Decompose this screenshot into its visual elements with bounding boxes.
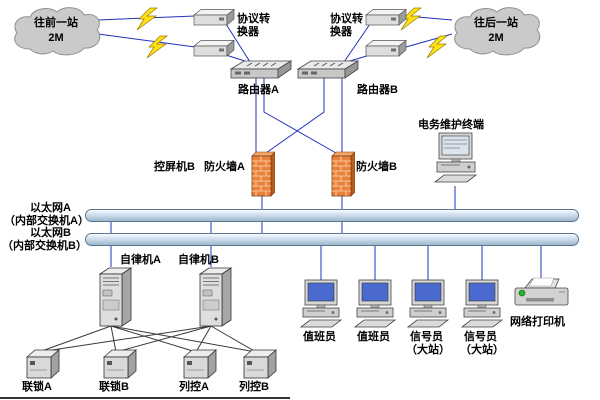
autonomy-b-label: 自律机B: [178, 254, 219, 266]
firewall-b-label: 防火墙B: [356, 161, 397, 173]
lightning-icon: [136, 7, 158, 31]
signaler-1-sub-label: （大站）: [406, 344, 450, 356]
autonomy-a-device: [97, 267, 133, 327]
protocol-converter-device: [365, 8, 407, 27]
duty-officer-1-device: [298, 279, 344, 331]
server-fanout-lines-path: [38, 325, 257, 353]
router-icon: [230, 60, 292, 79]
converter-label-left: 协议转换器: [237, 13, 270, 39]
train-control-b-device: [243, 348, 277, 380]
duty-officer-2-label: 值班员: [357, 331, 390, 343]
protocol-converter-device: [365, 39, 407, 58]
interlock-a-label: 联锁A: [22, 381, 52, 393]
signaler-2-device: [459, 279, 505, 331]
converter-box-icon: [193, 39, 235, 57]
ethernet-bus-a: [85, 209, 579, 222]
cloud-prev-station: 往前一站 2M: [8, 4, 104, 58]
printer-icon: [514, 277, 569, 306]
signaler-1-label: 信号员: [410, 331, 443, 343]
tower-server-icon: [198, 267, 233, 327]
router-a-device: [230, 58, 292, 84]
router-b-label: 路由器B: [357, 84, 398, 96]
train-control-b-label: 列控B: [239, 381, 269, 393]
converter-box-icon: [365, 8, 407, 26]
next-station-label: 往后一站 2M: [448, 4, 544, 47]
firewall-b-device: [331, 151, 355, 197]
train-control-a-label: 列控A: [179, 381, 209, 393]
converter-box-icon: [193, 8, 235, 26]
workstation-icon: [406, 279, 450, 328]
duty-officer-2-device: [352, 279, 398, 331]
field-box-icon: [183, 349, 217, 379]
ethernet-a-sub-label: （内部交换机A）: [4, 215, 89, 227]
firewall-a-label: 防火墙A: [204, 161, 245, 173]
router-a-label: 路由器A: [238, 84, 279, 96]
signaler-2-sub-label: （大站）: [460, 344, 504, 356]
network-printer-label: 网络打印机: [510, 316, 565, 328]
ethernet-b-sub-label: （内部交换机B）: [2, 240, 87, 252]
ethernet-b-label: 以太网B: [30, 227, 71, 239]
interlock-b-device: [103, 348, 137, 380]
field-box-icon: [243, 349, 277, 379]
prev-station-name: 往前一站: [34, 17, 78, 29]
protocol-converter-device: [193, 39, 235, 58]
workstation-icon: [353, 279, 397, 328]
firewall-icon: [251, 151, 275, 197]
workstation-icon: [299, 279, 343, 328]
maintenance-terminal-label: 电务维护终端: [418, 119, 484, 131]
interlock-a-device: [26, 348, 60, 380]
bottom-edge-line: [0, 397, 290, 399]
workstation-icon: [460, 279, 504, 328]
firewall-a-device: [251, 151, 275, 197]
prev-station-bandwidth: 2M: [48, 32, 64, 45]
cloud-icon: [14, 7, 101, 56]
router-icon: [297, 60, 359, 79]
maintenance-terminal-device: [430, 132, 480, 186]
field-box-icon: [26, 349, 60, 379]
converter-label-right: 协议转换器: [330, 13, 363, 39]
lightning-icon: [146, 35, 168, 59]
autonomy-b-device: [197, 267, 233, 327]
protocol-converter-device: [193, 8, 235, 27]
cloud-next-station: 往后一站 2M: [448, 4, 544, 58]
field-box-icon: [103, 349, 137, 379]
autonomy-a-label: 自律机A: [120, 254, 161, 266]
next-station-name: 往后一站: [474, 17, 518, 29]
interlock-b-label: 联锁B: [99, 381, 129, 393]
signaler-1-device: [405, 279, 451, 331]
train-control-a-device: [183, 348, 217, 380]
signaler-2-label: 信号员: [464, 331, 497, 343]
ethernet-bus-b: [85, 233, 579, 246]
firewall-icon: [331, 151, 355, 197]
next-station-bandwidth: 2M: [488, 32, 504, 45]
prev-station-label: 往前一站 2M: [8, 4, 104, 47]
tower-server-icon: [98, 267, 133, 327]
network-printer-device: [512, 274, 572, 314]
screen-machine-b-label: 控屏机B: [154, 161, 195, 173]
ethernet-a-label: 以太网A: [30, 202, 71, 214]
converter-box-icon: [365, 39, 407, 57]
cloud-icon: [454, 7, 541, 56]
lightning-icon: [426, 35, 448, 59]
workstation-icon: [433, 132, 478, 183]
duty-officer-1-label: 值班员: [303, 331, 336, 343]
router-b-device: [297, 58, 359, 84]
